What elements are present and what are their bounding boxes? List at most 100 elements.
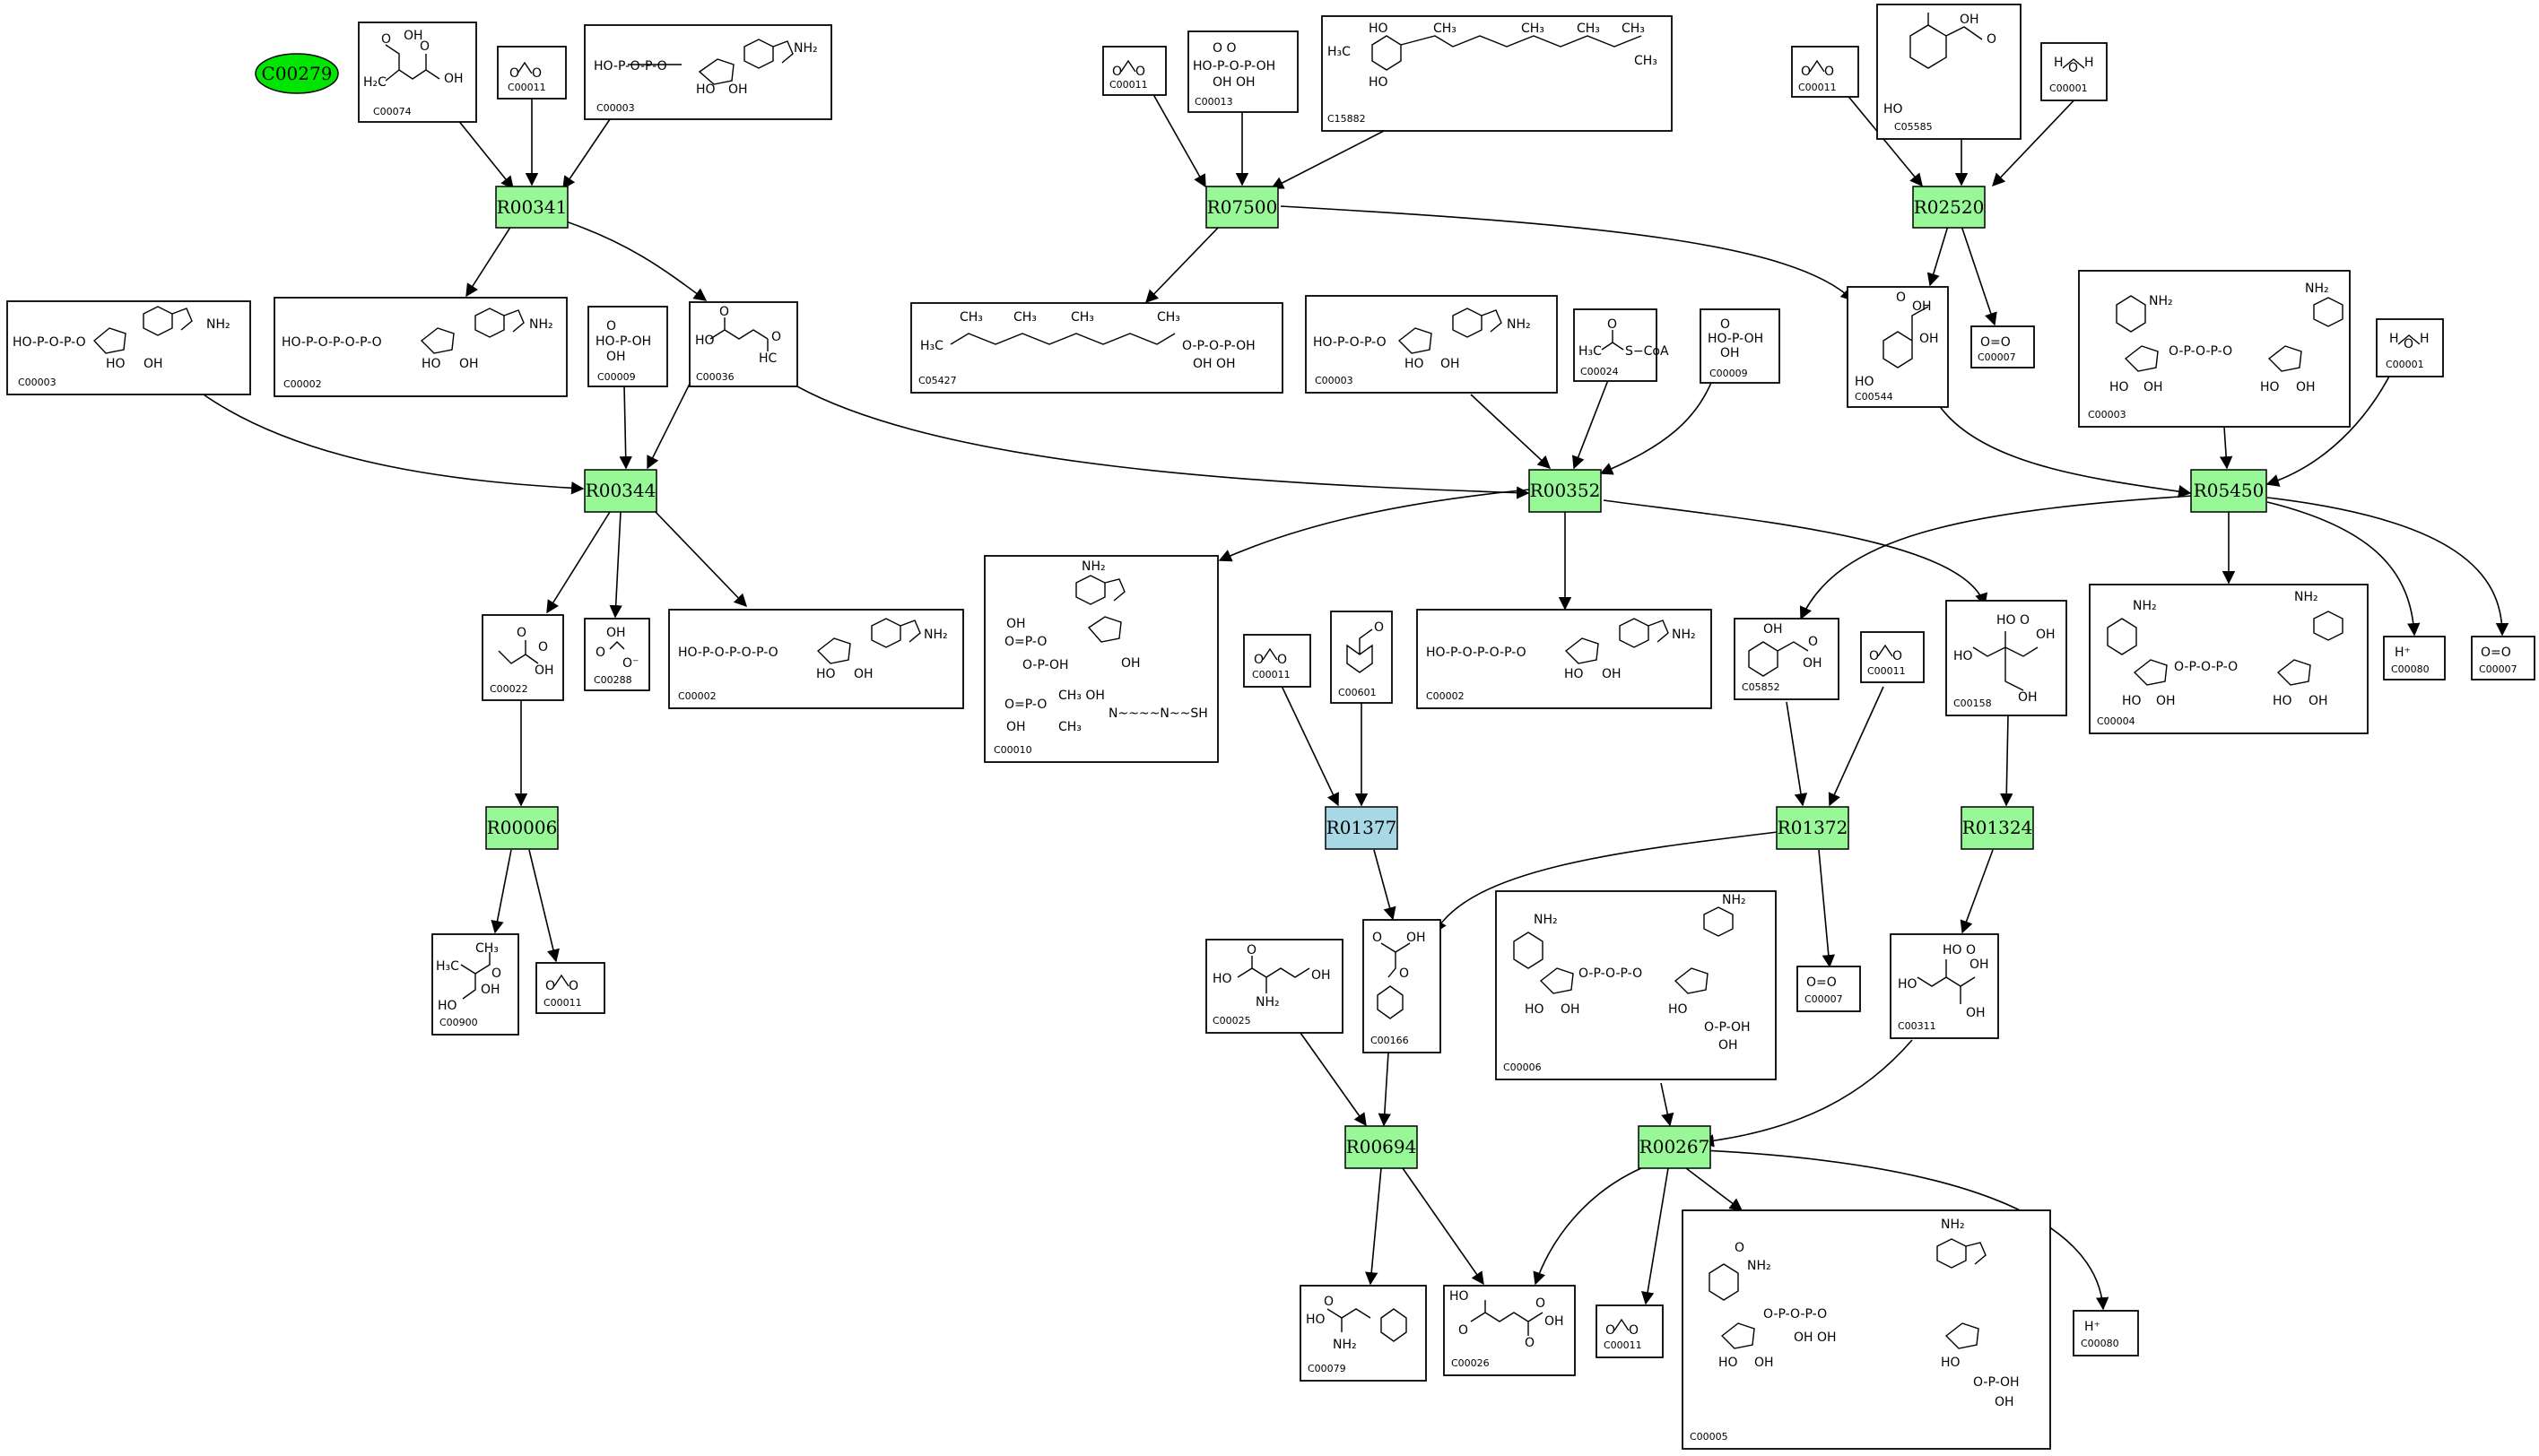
- compound-box[interactable]: H O H C00001: [2040, 42, 2108, 101]
- compound-box[interactable]: OHO NH₂ C00079: [1300, 1285, 1427, 1382]
- reaction-node-r00352[interactable]: R00352: [1528, 469, 1602, 513]
- svg-text:C00011: C00011: [1252, 669, 1291, 680]
- svg-text:O: O: [1458, 1323, 1468, 1338]
- svg-text:CH₃: CH₃: [1622, 22, 1645, 36]
- svg-text:O-P-O-P-O: O-P-O-P-O: [2174, 660, 2238, 674]
- compound-box[interactable]: HOO OOH O C00026: [1443, 1285, 1576, 1376]
- compound-box[interactable]: O=O C00007: [1796, 966, 1861, 1012]
- svg-text:HO-P-O-P-O: HO-P-O-P-O: [1313, 335, 1387, 350]
- svg-text:OH OH: OH OH: [1213, 75, 1256, 90]
- svg-text:NH₂: NH₂: [1747, 1259, 1771, 1273]
- svg-text:O: O: [381, 32, 391, 47]
- svg-text:O: O: [532, 66, 542, 81]
- svg-text:O: O: [509, 66, 519, 81]
- svg-text:HO: HO: [816, 667, 836, 681]
- svg-text:OH: OH: [404, 29, 423, 43]
- reaction-node-r00694[interactable]: R00694: [1344, 1125, 1418, 1169]
- reaction-node-r02520[interactable]: R02520: [1912, 186, 1986, 229]
- svg-text:C00158: C00158: [1953, 698, 1992, 709]
- svg-text:C00080: C00080: [2081, 1338, 2119, 1349]
- svg-text:OH: OH: [1406, 931, 1426, 945]
- compound-box[interactable]: H O H C00001: [2376, 318, 2444, 377]
- svg-text:HO: HO: [695, 334, 715, 348]
- compound-box[interactable]: HOO HCO C00036: [689, 301, 798, 387]
- svg-text:OH: OH: [1440, 357, 1460, 371]
- compound-box[interactable]: OOH O C00022: [482, 614, 564, 701]
- reaction-node-r01324[interactable]: R01324: [1961, 806, 2034, 850]
- reaction-node-r01377[interactable]: R01377: [1325, 806, 1398, 850]
- start-node[interactable]: C00279: [255, 53, 339, 94]
- svg-text:R05450: R05450: [2194, 480, 2265, 501]
- svg-text:O: O: [1254, 653, 1264, 667]
- svg-text:NH₂: NH₂: [1082, 559, 1106, 574]
- reaction-node-r00341[interactable]: R00341: [495, 186, 569, 229]
- compound-box[interactable]: O HO-P-OH OH C00009: [1700, 308, 1780, 384]
- svg-text:C00001: C00001: [2049, 82, 2088, 94]
- svg-text:HO: HO: [696, 82, 716, 97]
- svg-text:OH: OH: [1754, 1356, 1774, 1370]
- svg-text:OH: OH: [1602, 667, 1622, 681]
- svg-text:O: O: [1801, 65, 1811, 79]
- reaction-node-r00006[interactable]: R00006: [485, 806, 559, 850]
- reaction-node-r00344[interactable]: R00344: [584, 469, 657, 513]
- svg-text:HO: HO: [1525, 1002, 1544, 1017]
- compound-box[interactable]: OHO O C00166: [1362, 919, 1441, 1053]
- compound-box[interactable]: O=O C00007: [2471, 636, 2535, 680]
- svg-text:C00011: C00011: [1867, 665, 1906, 677]
- svg-text:O: O: [606, 319, 616, 334]
- svg-text:CH₃ OH: CH₃ OH: [1058, 689, 1105, 703]
- svg-text:OH: OH: [1121, 656, 1141, 671]
- svg-text:NH₂: NH₂: [1534, 913, 1558, 927]
- compound-box[interactable]: O O HO-P-O-P-OH OH OH C00013: [1187, 30, 1299, 113]
- svg-text:OH: OH: [2143, 380, 2163, 394]
- compound-box[interactable]: OHO HO C05585: [1876, 4, 2022, 140]
- reaction-node-r05450[interactable]: R05450: [2190, 469, 2267, 513]
- svg-text:C00002: C00002: [678, 690, 717, 702]
- compound-box[interactable]: O C00601: [1330, 611, 1393, 704]
- compound-box[interactable]: OHO O⁻ C00288: [584, 618, 650, 691]
- svg-text:O: O: [2068, 61, 2078, 75]
- svg-text:NH₂: NH₂: [1941, 1218, 1965, 1232]
- svg-text:C00025: C00025: [1213, 1015, 1251, 1027]
- compound-box[interactable]: H⁺ C00080: [2383, 636, 2446, 680]
- reaction-node-r07500[interactable]: R07500: [1205, 186, 1279, 229]
- reaction-node-r00267[interactable]: R00267: [1638, 1125, 1711, 1169]
- svg-text:C00074: C00074: [373, 106, 412, 117]
- svg-text:HO: HO: [1306, 1313, 1326, 1327]
- svg-text:O=O: O=O: [1806, 975, 1837, 990]
- compound-box[interactable]: O=O C00007: [1970, 325, 2035, 368]
- compound-box[interactable]: H⁺ C00080: [2073, 1310, 2139, 1356]
- reaction-node-r01372[interactable]: R01372: [1776, 806, 1849, 850]
- compound-box[interactable]: OHO OH HO C00544: [1847, 286, 1949, 408]
- svg-text:CH₃: CH₃: [1634, 54, 1657, 68]
- compound-box[interactable]: O HO-P-OH OH C00009: [587, 306, 668, 387]
